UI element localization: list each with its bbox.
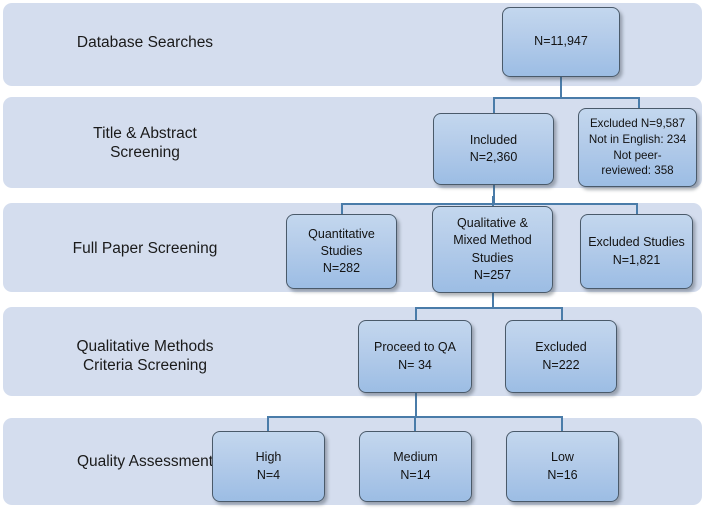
connector-split-to-low xyxy=(561,416,563,432)
connector-database-to-split xyxy=(560,74,562,98)
node-quantitative-studies[interactable]: Quantitative Studies N=282 xyxy=(286,214,397,289)
node-excluded-studies[interactable]: Excluded Studies N=1,821 xyxy=(580,214,693,289)
connector-screening-split-horizontal xyxy=(493,97,640,99)
node-excluded-screening-line3: Not peer- reviewed: 358 xyxy=(601,148,674,178)
stage-label-qualitative-criteria: Qualitative Methods Criteria Screening xyxy=(76,338,214,375)
node-included-line1: Included xyxy=(469,132,518,147)
node-quantitative-studies-line2: N=282 xyxy=(322,261,361,276)
node-quality-low-line1: Low xyxy=(551,450,574,465)
node-quality-high[interactable]: High N=4 xyxy=(212,431,325,502)
node-database-total[interactable]: N=11,947 xyxy=(502,7,620,77)
node-quality-medium-line1: Medium xyxy=(393,450,438,465)
node-excluded-screening-line2: Not in English: 234 xyxy=(588,132,687,146)
node-quantitative-studies-line1: Quantitative Studies xyxy=(308,226,375,258)
connector-split-to-medium xyxy=(414,416,416,432)
node-database-total-line1: N=11,947 xyxy=(534,34,588,49)
node-excluded-studies-line2: N=1,821 xyxy=(612,252,661,267)
node-proceed-to-qa-line2: N= 34 xyxy=(398,357,432,372)
node-quality-low[interactable]: Low N=16 xyxy=(506,431,619,502)
node-quality-medium[interactable]: Medium N=14 xyxy=(359,431,472,502)
node-excluded-studies-line1: Excluded Studies xyxy=(588,235,685,250)
connector-split-to-proceed-qa xyxy=(415,307,417,321)
connector-fullpaper-split-horizontal xyxy=(341,203,637,205)
connector-split-to-excluded-qa xyxy=(561,307,563,321)
connector-qualitative-upper-stub xyxy=(492,196,494,198)
connector-split-to-excluded-screening xyxy=(638,97,640,109)
node-included-line2: N=2,360 xyxy=(469,150,518,164)
node-excluded-screening-line1: Excluded N=9,587 xyxy=(589,116,686,130)
node-qualitative-mixed-studies[interactable]: Qualitative & Mixed Method Studies N=257 xyxy=(432,206,553,293)
connector-qualitative-to-split xyxy=(492,288,494,308)
node-excluded-qa-line1: Excluded xyxy=(535,340,587,355)
connector-split-to-included xyxy=(493,97,495,115)
connector-split-to-qualitative-mixed xyxy=(492,196,494,209)
node-proceed-to-qa-line1: Proceed to QA xyxy=(374,340,456,355)
node-quality-high-line2: N=4 xyxy=(256,467,281,482)
node-excluded-qa[interactable]: Excluded N=222 xyxy=(505,320,617,393)
stage-label-full-paper: Full Paper Screening xyxy=(72,240,218,257)
connector-qa-split-horizontal xyxy=(415,307,563,309)
stage-label-title-abstract: Title & Abstract Screening xyxy=(93,125,197,162)
stage-label-quality-assessment: Quality Assessment xyxy=(76,453,214,470)
connector-split-to-quantitative xyxy=(341,203,343,217)
node-excluded-screening[interactable]: Excluded N=9,587 Not in English: 234 Not… xyxy=(578,108,697,187)
node-quality-medium-line2: N=14 xyxy=(400,467,431,482)
node-qualitative-mixed-line2: N=257 xyxy=(473,267,512,282)
connector-included-to-split xyxy=(493,185,495,203)
node-proceed-to-qa[interactable]: Proceed to QA N= 34 xyxy=(358,320,472,393)
stage-label-database-searches: Database Searches xyxy=(76,34,214,51)
node-excluded-qa-line2: N=222 xyxy=(542,357,580,372)
node-quality-high-line1: High xyxy=(255,450,282,465)
node-qualitative-mixed-line1: Qualitative & Mixed Method Studies xyxy=(453,216,532,265)
node-quality-low-line2: N=16 xyxy=(547,467,578,482)
connector-split-to-high xyxy=(267,416,269,432)
connector-proceed-qa-to-split xyxy=(415,393,417,418)
connector-split-to-excluded-studies xyxy=(636,203,638,217)
node-included[interactable]: Included N=2,360 xyxy=(433,113,554,185)
